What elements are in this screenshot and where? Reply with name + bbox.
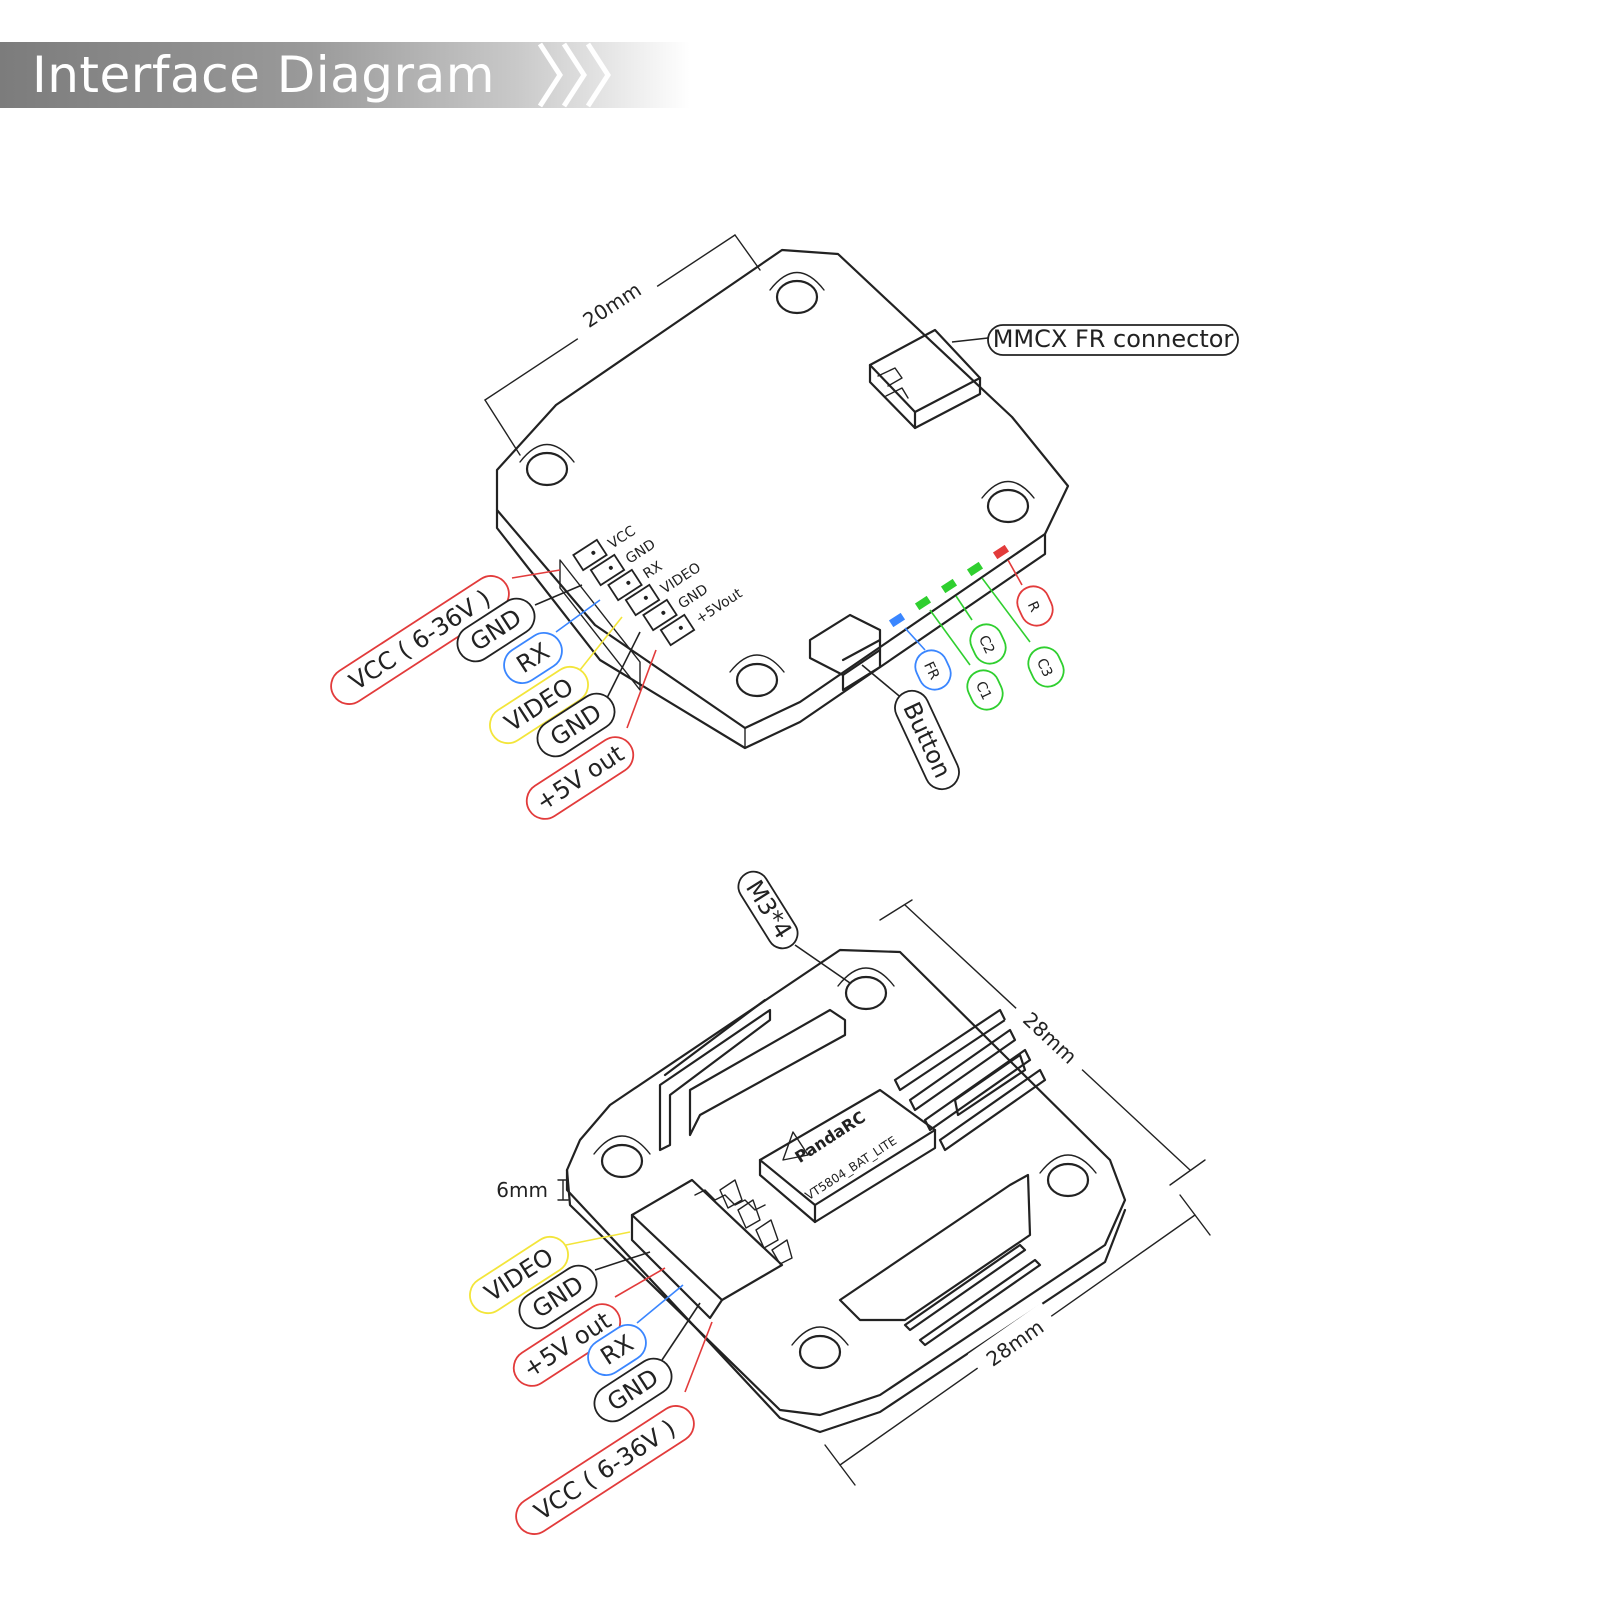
callout-m3-leader (794, 944, 851, 984)
callout-c3: C3 (981, 577, 1065, 688)
pin-slot (659, 613, 696, 647)
pin-slot (572, 538, 608, 572)
led-c3 (966, 561, 984, 577)
callout-rx-bottom-leader (636, 1284, 684, 1324)
callout-rx-top-leader (555, 599, 601, 633)
callout-c1-leader (929, 609, 971, 666)
led-c2 (940, 578, 958, 594)
callout-mmcx-label: MMCX FR connector (993, 325, 1234, 353)
callout-fr-label: FR (920, 659, 942, 682)
callout-fr-pill: FR (914, 649, 952, 691)
callout-mmcx-leader (951, 337, 989, 343)
callout-c3-label: C3 (1033, 656, 1055, 680)
callout-button-pill: Button (894, 689, 960, 791)
chevron-right-icon (538, 42, 611, 108)
callout-c2-label: C2 (975, 633, 997, 657)
callout-mmcx: MMCX FR connector (951, 324, 1239, 356)
led-c1 (914, 595, 932, 611)
callout-fr-leader (904, 627, 926, 651)
mount-hole-a (837, 967, 895, 1011)
callout-gnd-top-1: GND (456, 584, 583, 663)
heatsink-fins (658, 998, 1047, 1347)
callout-r: R (1007, 559, 1054, 627)
pin-slot (607, 568, 643, 602)
callout-mmcx-pill: MMCX FR connector (987, 324, 1239, 356)
callout-m3: M3*4 (737, 870, 851, 984)
mount-hole-d (791, 1326, 849, 1370)
callout-button: Button (861, 664, 960, 791)
callout-vcc-top: VCC ( 6-36V ) (330, 569, 561, 705)
callout-r-pill: R (1016, 585, 1054, 627)
callout-gnd-top-2-leader (604, 631, 641, 703)
callout-c1-pill: C1 (966, 669, 1004, 711)
dimension-28mm-right: 28mm (879, 899, 1206, 1186)
callout-vcc-bottom-leader (684, 1321, 713, 1393)
mount-hole-right (981, 481, 1035, 524)
callout-c3-leader (981, 577, 1031, 643)
pin-slot (589, 553, 626, 587)
callout-gnd-bottom-2-leader (661, 1302, 701, 1361)
callout-gnd-top-1-leader (534, 584, 583, 606)
push-button (808, 613, 882, 692)
callout-fr: FR (904, 627, 952, 691)
callout-vcc-bottom-label: VCC ( 6-36V ) (529, 1414, 680, 1526)
callout-c2-pill: C2 (969, 623, 1007, 665)
dimension-6mm-label: 6mm (496, 1178, 548, 1202)
callout-m3-label: M3*4 (740, 875, 797, 943)
callout-c2-leader (955, 595, 973, 621)
led-fr (888, 612, 906, 628)
callout-vcc-top-leader (511, 569, 561, 579)
callout-video-bottom-leader (565, 1231, 631, 1246)
callout-r-leader (1007, 559, 1023, 586)
product-label-block: PandaRC VT5804_BAT_LITE (758, 1088, 937, 1224)
mount-hole-bottom (729, 654, 785, 698)
dimension-20mm: 20mm (484, 234, 761, 456)
dimension-6mm: 6mm (496, 1178, 569, 1202)
page-title: Interface Diagram (32, 46, 495, 104)
callout-m3-pill: M3*4 (737, 870, 799, 950)
mount-hole-c (1039, 1154, 1097, 1198)
pin-slot (624, 583, 661, 617)
callout-c2: C2 (955, 595, 1007, 665)
callout-video-top-leader (579, 616, 623, 671)
led-r (992, 544, 1010, 560)
callout-c3-pill: C3 (1027, 646, 1065, 688)
callout-5v-bottom-leader (614, 1267, 666, 1298)
bottom-connector (630, 1178, 793, 1320)
mmcx-connector (868, 328, 982, 430)
callout-button-label: Button (897, 698, 956, 783)
callout-c1: C1 (929, 609, 1004, 711)
callout-c1-label: C1 (972, 679, 994, 703)
mount-hole-top (769, 272, 825, 315)
pin-slot (642, 598, 678, 632)
mount-hole-left (519, 444, 575, 487)
callout-gnd-bottom-1-leader (594, 1251, 651, 1271)
pin-header-label: RX (640, 558, 665, 582)
dimension-28mm-bottom: 28mm (824, 1194, 1211, 1486)
callout-5v-top-leader (626, 649, 657, 729)
mount-hole-b (593, 1135, 651, 1179)
header-banner (0, 42, 690, 108)
callout-gnd-top-1-pill: GND (456, 597, 536, 663)
